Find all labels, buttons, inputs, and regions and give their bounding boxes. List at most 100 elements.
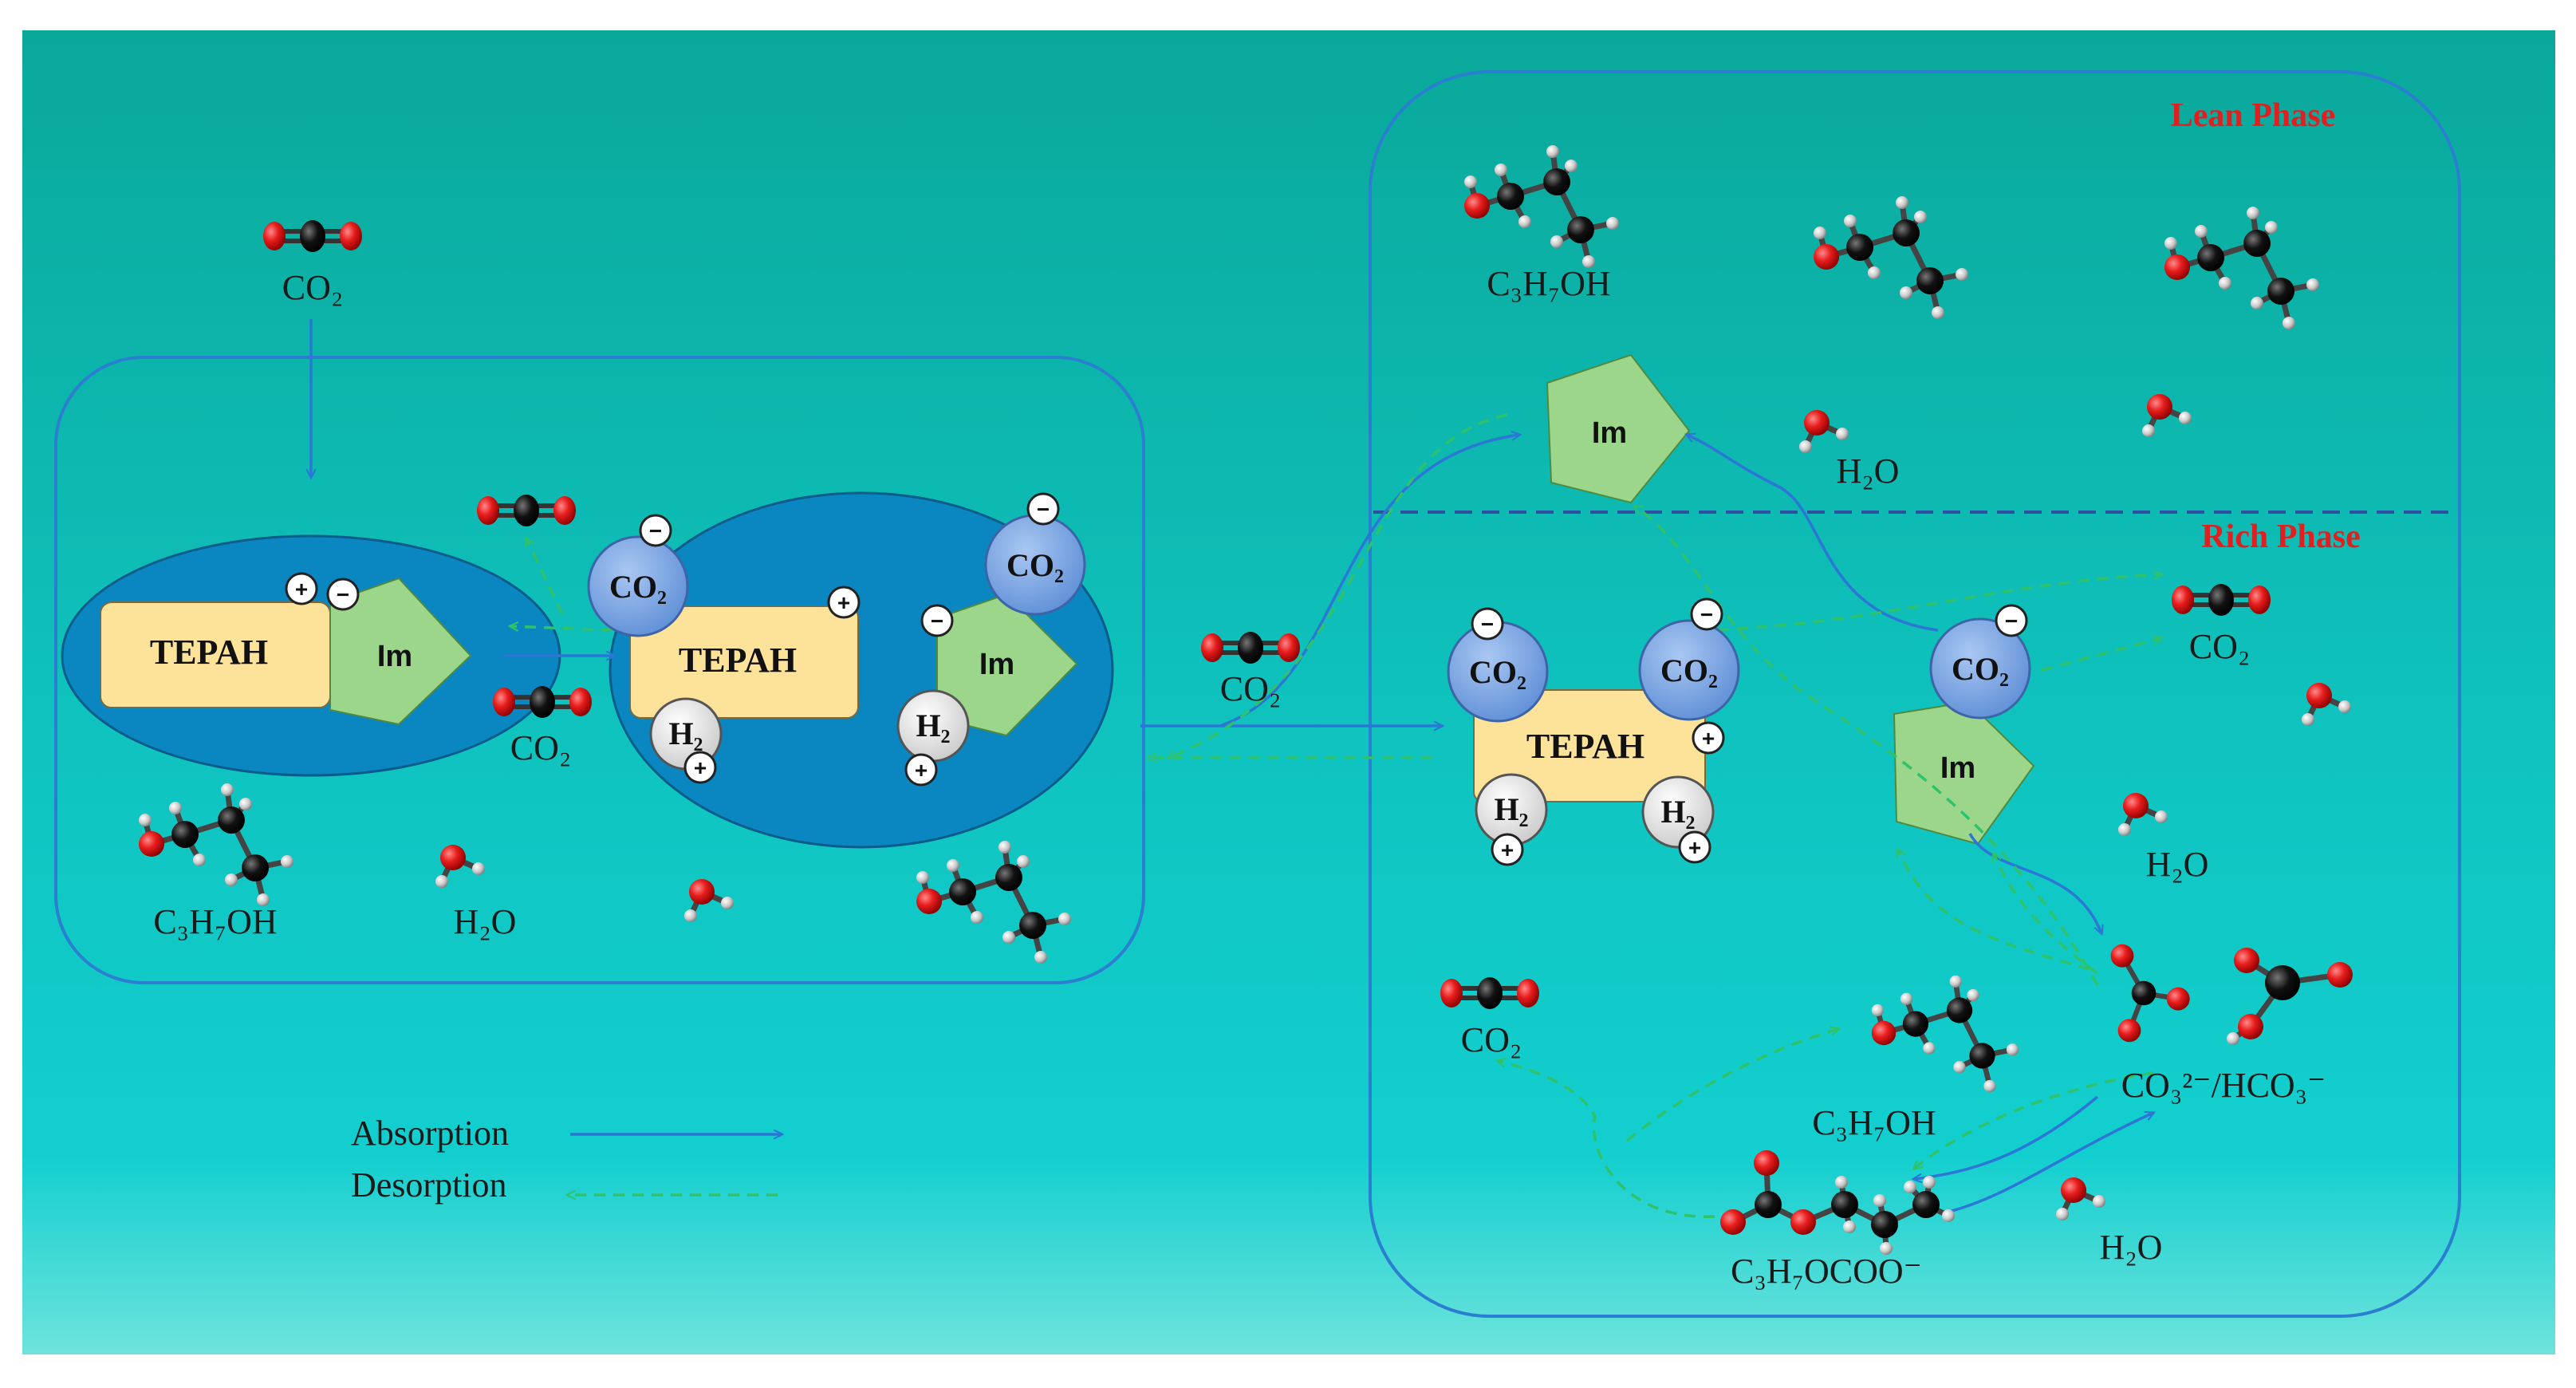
im-label: Im xyxy=(1940,751,1975,785)
propanol-label: C₃H₇OH xyxy=(153,902,277,941)
minus-charge-icon: − xyxy=(1026,492,1060,526)
svg-text:+: + xyxy=(295,577,308,601)
propanol-molecule-icon xyxy=(139,783,293,906)
h2-group-label: H₂ xyxy=(668,716,703,751)
rich-phase-label: Rich Phase xyxy=(2201,519,2361,555)
absorption-arrows xyxy=(311,319,2153,1214)
co2-label: CO₂ xyxy=(1461,1020,1522,1059)
im-pentagon xyxy=(329,577,472,726)
lean-phase-label: Lean Phase xyxy=(2171,97,2336,134)
co2-label: CO₂ xyxy=(1220,669,1281,708)
minus-charge-icon: − xyxy=(1690,597,1723,631)
h2-group-label: H₂ xyxy=(916,708,950,743)
charged-groups: + − CO₂ − + H₂ + CO₂ − − H₂ + CO₂ − CO₂ − + H₂ + H₂ + CO₂ − xyxy=(285,492,2031,866)
svg-text:+: + xyxy=(1501,838,1514,862)
plus-charge-icon: + xyxy=(827,586,861,619)
co2-group-label: CO₂ xyxy=(1660,653,1718,688)
water-molecule-icon xyxy=(2056,1177,2105,1220)
co2-molecule-icon xyxy=(493,686,592,718)
svg-text:−: − xyxy=(337,582,349,607)
plus-charge-icon: + xyxy=(285,572,318,605)
labels: CO₂ CO₂ CO₂ CO₂ CO₂ C₃H₇OH C₃H₇OH C₃H₇OH… xyxy=(153,264,2326,1291)
svg-text:−: − xyxy=(2005,609,2018,633)
co2-molecule-icon xyxy=(1440,977,1539,1009)
plus-charge-icon: + xyxy=(683,751,717,784)
propanol-molecule-icon xyxy=(916,841,1071,964)
co2-group: CO₂ xyxy=(587,535,689,637)
svg-text:−: − xyxy=(649,519,662,543)
desorption-arrows xyxy=(510,413,2161,1218)
h2-group: H₂ xyxy=(1641,775,1715,849)
minus-charge-icon: − xyxy=(639,514,672,547)
plus-charge-icon: + xyxy=(1491,833,1524,866)
propyl-carbonate-molecule-icon xyxy=(1720,1150,1955,1255)
water-molecule-icon xyxy=(2302,683,2351,726)
svg-text:+: + xyxy=(1688,835,1701,860)
legend-absorption-label: Absorption xyxy=(351,1114,509,1153)
co2-group: CO₂ xyxy=(1638,619,1740,721)
tepah-label: TEPAH xyxy=(150,633,268,672)
propanol-molecule-icon xyxy=(1464,145,1619,268)
svg-text:−: − xyxy=(931,609,943,633)
absorbent-container-left xyxy=(54,356,1145,984)
im-label: Im xyxy=(377,640,412,673)
co2-molecule-icon xyxy=(263,220,362,252)
svg-text:+: + xyxy=(837,590,850,615)
cluster-tepah-co2-im: TEPAH Im xyxy=(609,491,1114,849)
water-label: H₂O xyxy=(1837,451,1900,491)
plus-charge-icon: + xyxy=(1678,830,1711,864)
propanol-molecule-icon xyxy=(1871,975,2019,1093)
h2-group: H₂ xyxy=(1475,773,1548,846)
im-label: Im xyxy=(979,648,1014,681)
tepah-box xyxy=(629,605,859,719)
water-label: H₂O xyxy=(454,902,517,941)
legend-desorption-label: Desorption xyxy=(351,1165,507,1205)
co2-molecule-icon xyxy=(2172,584,2271,616)
co2-group-label: CO₂ xyxy=(1469,654,1526,690)
h2-group-label: H₂ xyxy=(1660,794,1695,830)
cluster-tepah-im: TEPAH Im xyxy=(61,534,561,777)
water-molecule-icon xyxy=(2142,394,2192,437)
co2-group-label: CO₂ xyxy=(609,569,667,605)
co2-molecule-icon xyxy=(1201,632,1300,664)
minus-charge-icon: − xyxy=(1471,607,1504,641)
water-molecule-icon xyxy=(435,845,485,888)
water-label: H₂O xyxy=(2100,1228,2163,1267)
carbonate-label: CO₃²⁻/HCO₃⁻ xyxy=(2121,1066,2326,1105)
co2-group-label: CO₂ xyxy=(1952,651,2009,687)
minus-charge-icon: − xyxy=(920,604,954,637)
water-label: H₂O xyxy=(2146,845,2209,884)
svg-text:+: + xyxy=(1702,726,1715,751)
co2-molecule-icon xyxy=(477,495,576,526)
svg-text:+: + xyxy=(694,755,707,780)
co2-label: CO₂ xyxy=(282,268,343,307)
minus-charge-icon: − xyxy=(1995,604,2028,637)
propanol-molecule-icon xyxy=(2164,207,2319,329)
co2-group: CO₂ xyxy=(1929,617,2031,720)
im-pentagon-lean xyxy=(1546,353,1691,504)
tepah-label: TEPAH xyxy=(679,641,797,680)
propyl-carbonate-label: C₃H₇OCOO⁻ xyxy=(1731,1252,1922,1291)
propanol-label: C₃H₇OH xyxy=(1487,264,1610,303)
co2-group: CO₂ xyxy=(984,514,1086,616)
im-label: Im xyxy=(1592,416,1627,450)
co2-label: CO₂ xyxy=(2189,627,2250,666)
tepah-label: TEPAH xyxy=(1526,727,1644,766)
svg-text:−: − xyxy=(1700,602,1713,627)
propanol-label: C₃H₇OH xyxy=(1812,1103,1936,1142)
plus-charge-icon: + xyxy=(904,753,938,787)
water-molecule-icon xyxy=(2118,793,2168,836)
svg-text:−: − xyxy=(1037,497,1050,522)
water-molecule-icon xyxy=(1799,410,1849,453)
h2-group-label: H₂ xyxy=(1494,791,1528,827)
plus-charge-icon: + xyxy=(1692,721,1725,755)
h2-group: H₂ xyxy=(896,689,970,763)
co2-group-label: CO₂ xyxy=(1006,547,1064,583)
svg-text:+: + xyxy=(915,758,928,783)
co2-label: CO₂ xyxy=(510,728,571,767)
bicarbonate-molecule-icon xyxy=(2227,948,2353,1045)
propanol-molecule-icon xyxy=(1814,196,1968,319)
minus-charge-icon: − xyxy=(326,578,360,611)
water-molecule-icon xyxy=(684,879,734,922)
